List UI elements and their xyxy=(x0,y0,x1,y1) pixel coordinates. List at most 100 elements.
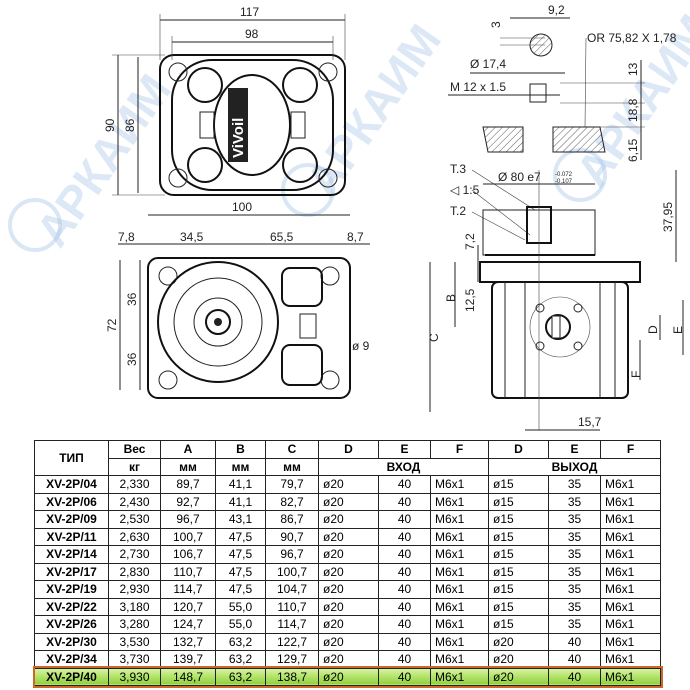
dimension-label: 18,8 xyxy=(626,98,640,122)
col-out-e: E xyxy=(548,440,601,459)
table-cell: 3,530 xyxy=(108,632,161,651)
table-cell: 100,7 xyxy=(265,562,319,581)
table-cell: M6x1 xyxy=(430,492,489,511)
col-weight: Вес xyxy=(108,440,161,459)
table-cell: 40 xyxy=(378,597,431,616)
table-cell: 96,7 xyxy=(265,545,319,564)
table-cell: 35 xyxy=(548,597,601,616)
table-cell: M6x1 xyxy=(430,475,489,494)
table-cell: M6x1 xyxy=(600,667,661,686)
table-cell: 132,7 xyxy=(160,632,216,651)
table-cell: M6x1 xyxy=(600,545,661,564)
technical-drawing: АРКАИМ АРКАИМ АРКАИМ ViVoil 117 98 90 86 xyxy=(8,3,690,431)
table-cell: ø20 xyxy=(318,615,379,634)
table-cell: ø20 xyxy=(488,632,549,651)
dim-72: 72 xyxy=(105,318,119,332)
dim-86: 86 xyxy=(123,118,137,132)
col-in-d: D xyxy=(318,440,379,459)
table-cell: ø15 xyxy=(488,545,549,564)
table-cell: M6x1 xyxy=(600,475,661,494)
table-cell: 40 xyxy=(378,527,431,546)
table-cell: ø15 xyxy=(488,527,549,546)
col-c: C xyxy=(265,440,319,459)
dimension-label: ◁ 1:5 xyxy=(450,183,480,197)
type-cell: XV-2P/04 xyxy=(34,475,109,494)
dimension-label: C xyxy=(427,333,441,342)
table-cell: 40 xyxy=(378,650,431,669)
dimension-label: F xyxy=(629,371,643,378)
logo-text: ViVoil xyxy=(230,118,247,158)
table-cell: ø15 xyxy=(488,475,549,494)
table-cell: ø20 xyxy=(318,510,379,529)
unit-mm-c: мм xyxy=(265,457,319,476)
table-cell: ø15 xyxy=(488,562,549,581)
table-cell: 55,0 xyxy=(215,615,266,634)
table-cell: 63,2 xyxy=(215,650,266,669)
table-cell: ø20 xyxy=(488,667,549,686)
dimension-label: T.3 xyxy=(450,162,466,176)
table-cell: 47,5 xyxy=(215,545,266,564)
table-cell: 35 xyxy=(548,545,601,564)
dim-98: 98 xyxy=(245,27,259,41)
table-cell: 47,5 xyxy=(215,527,266,546)
side-view: T.3 ◁ 1:5 T.2 Ø 80 e7 -0.072 -0.107 37,9… xyxy=(427,162,685,431)
table-cell: 148,7 xyxy=(160,667,216,686)
table-cell: 110,7 xyxy=(160,562,216,581)
table-cell: ø15 xyxy=(488,510,549,529)
table-cell: 2,430 xyxy=(108,492,161,511)
table-cell: 40 xyxy=(378,667,431,686)
table-cell: ø15 xyxy=(488,615,549,634)
table-cell: M6x1 xyxy=(600,615,661,634)
table-cell: 106,7 xyxy=(160,545,216,564)
dimension-label: -0.072 xyxy=(555,172,573,178)
col-out-f: F xyxy=(600,440,661,459)
table-cell: 40 xyxy=(548,667,601,686)
table-cell: 35 xyxy=(548,580,601,599)
dim-65-5: 65,5 xyxy=(270,230,294,244)
table-cell: ø15 xyxy=(488,580,549,599)
table-cell: ø15 xyxy=(488,492,549,511)
table-cell: 35 xyxy=(548,615,601,634)
dimension-label: 13 xyxy=(626,62,640,76)
table-cell: M6x1 xyxy=(430,510,489,529)
dimension-label: 37,95 xyxy=(661,202,675,232)
outlet-group: ВЫХОД xyxy=(488,457,661,476)
port-section: 3 9,2 OR 75,82 X 1,78 Ø 17,4 M 12 x 1.5 … xyxy=(448,3,677,162)
table-cell: 2,830 xyxy=(108,562,161,581)
table-cell: 40 xyxy=(378,492,431,511)
table-cell: 40 xyxy=(378,632,431,651)
table-cell: M6x1 xyxy=(430,527,489,546)
table-cell: M6x1 xyxy=(430,580,489,599)
table-cell: M6x1 xyxy=(600,580,661,599)
type-cell: XV-2P/11 xyxy=(34,527,109,546)
table-cell: 35 xyxy=(548,510,601,529)
table-cell: M6x1 xyxy=(600,562,661,581)
table-cell: M6x1 xyxy=(600,510,661,529)
table-cell: 138,7 xyxy=(265,667,319,686)
dimension-label: OR 75,82 X 1,78 xyxy=(587,31,677,45)
table-cell: 110,7 xyxy=(265,597,319,616)
table-cell: ø20 xyxy=(318,632,379,651)
dim-117: 117 xyxy=(240,5,259,19)
unit-kg: кг xyxy=(108,457,161,476)
table-cell: M6x1 xyxy=(430,615,489,634)
type-cell: XV-2P/17 xyxy=(34,562,109,581)
col-out-d: D xyxy=(488,440,549,459)
dim-hole-dia: ø 9 xyxy=(352,339,370,353)
table-cell: 40 xyxy=(378,615,431,634)
table-cell: 114,7 xyxy=(265,615,319,634)
dimension-label: D xyxy=(646,325,660,334)
type-cell: XV-2P/40 xyxy=(34,667,109,686)
table-cell: ø20 xyxy=(318,650,379,669)
table-cell: ø20 xyxy=(318,580,379,599)
table-cell: 2,730 xyxy=(108,545,161,564)
table-cell: 96,7 xyxy=(160,510,216,529)
col-a: A xyxy=(160,440,216,459)
table-cell: M6x1 xyxy=(600,597,661,616)
